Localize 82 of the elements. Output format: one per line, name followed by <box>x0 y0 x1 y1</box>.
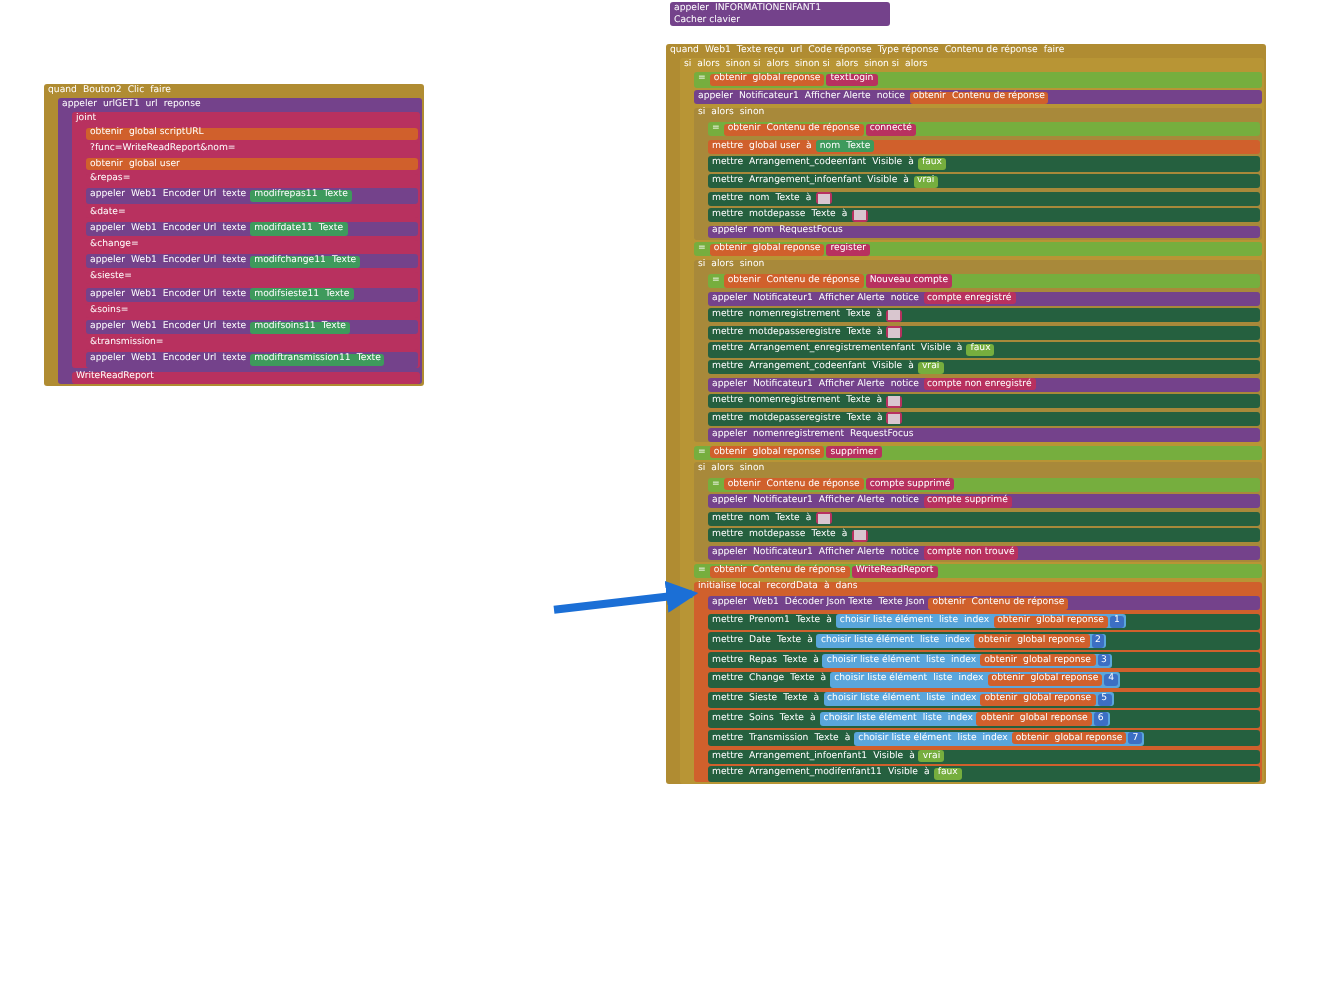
variable-block <box>980 693 1096 706</box>
setter-block <box>708 749 1260 764</box>
variable-block <box>987 673 1103 687</box>
logic-block <box>708 122 1260 137</box>
setter-block <box>708 613 1260 630</box>
variable-block <box>709 446 825 459</box>
call-block <box>708 428 1260 442</box>
getter-block <box>250 255 361 268</box>
setter-block <box>708 632 1260 650</box>
call-block <box>694 90 1262 105</box>
setter-block <box>708 156 1260 172</box>
variable-block <box>980 654 1095 667</box>
call-block <box>670 2 890 27</box>
call-block <box>708 596 1260 611</box>
variable-block <box>974 634 1090 648</box>
setter-block <box>708 691 1260 708</box>
getter-block <box>250 353 385 367</box>
variable-block <box>709 73 825 87</box>
variable-block <box>708 139 1260 154</box>
list-block <box>830 672 1121 688</box>
getter-block <box>250 321 350 334</box>
call-block <box>86 352 418 368</box>
arrow <box>553 580 699 614</box>
call-block <box>708 494 1260 509</box>
setter-block <box>708 766 1260 782</box>
logic-block <box>694 242 1262 257</box>
setter-block <box>708 191 1260 206</box>
variable-block <box>723 123 864 136</box>
setter-block <box>708 671 1260 689</box>
setter-block <box>708 528 1260 543</box>
variable-block <box>709 565 850 578</box>
if-block <box>694 259 1262 443</box>
list-block <box>854 731 1145 746</box>
list-block <box>819 711 1110 726</box>
variable-block <box>723 478 864 491</box>
call-block <box>86 287 418 302</box>
call-block <box>86 320 418 335</box>
setter-block <box>708 652 1260 669</box>
setter-block <box>708 411 1260 426</box>
setter-block <box>708 394 1260 409</box>
variable-block <box>909 91 1049 104</box>
setter-block <box>708 342 1260 358</box>
setter-block <box>708 308 1260 323</box>
list-block <box>822 653 1113 668</box>
variable-block <box>86 127 418 140</box>
variable-block <box>976 712 1092 725</box>
setter-block <box>708 325 1260 340</box>
logic-block <box>694 72 1262 88</box>
variable-block <box>993 615 1108 628</box>
list-block <box>823 692 1114 707</box>
setter-block <box>708 730 1260 747</box>
logic-block <box>708 477 1260 492</box>
logic-block <box>708 273 1260 289</box>
setter-block <box>708 174 1260 189</box>
if-block <box>694 462 1262 562</box>
logic-block <box>694 445 1262 460</box>
call-block <box>86 254 418 269</box>
getter-block <box>250 222 348 236</box>
call-block <box>708 291 1260 306</box>
getter-block <box>250 189 352 203</box>
setter-block <box>708 710 1260 727</box>
setter-block <box>708 360 1260 375</box>
setter-block <box>708 208 1260 223</box>
call-block <box>708 377 1260 392</box>
getter-block <box>815 140 875 153</box>
variable-block <box>709 243 825 256</box>
call-block <box>86 188 418 204</box>
call-block <box>708 225 1260 239</box>
text-block <box>72 371 420 384</box>
variable-block <box>928 597 1069 610</box>
call-block <box>708 545 1260 561</box>
if-block <box>694 107 1262 240</box>
list-block <box>816 633 1107 649</box>
getter-block <box>250 288 354 301</box>
call-block <box>86 221 418 237</box>
variable-block <box>1011 732 1127 745</box>
list-block <box>835 614 1126 629</box>
logic-block <box>694 564 1262 579</box>
variable-block <box>694 581 1262 783</box>
variable-block <box>86 158 418 171</box>
variable-block <box>723 274 864 288</box>
setter-block <box>708 511 1260 526</box>
